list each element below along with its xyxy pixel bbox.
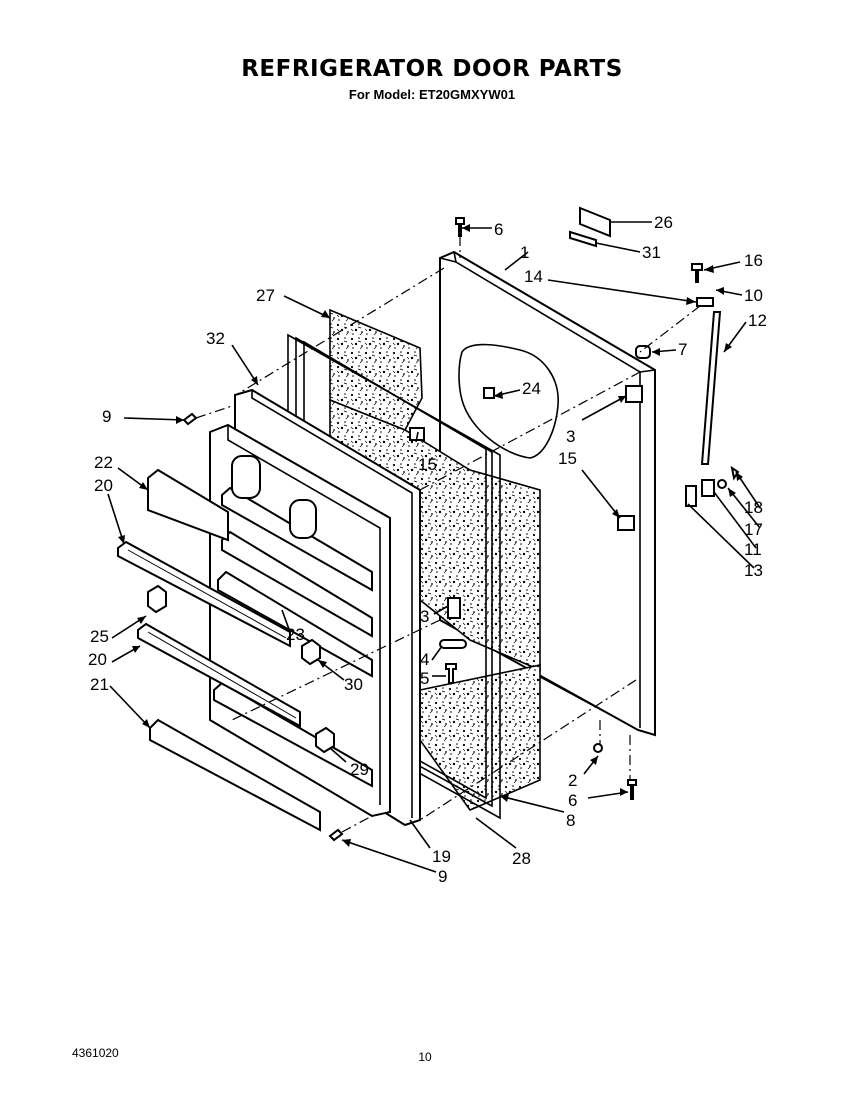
part-label-30: 30	[344, 675, 363, 694]
part-label-25: 25	[90, 627, 109, 646]
part-labels: 26 6 31 1 16 14 10 27 12 7 32 24 9 3 22 …	[88, 213, 767, 886]
model-subtitle: For Model: ET20GMXYW01	[348, 87, 516, 102]
part-label-28: 28	[512, 849, 531, 868]
part-label-6: 6	[568, 791, 577, 810]
part-label-17: 17	[744, 520, 763, 539]
part-label-5: 5	[420, 669, 429, 688]
part-label-6: 6	[494, 220, 503, 239]
part-label-26: 26	[654, 213, 673, 232]
part-label-19: 19	[432, 847, 451, 866]
part-label-11: 11	[744, 540, 762, 559]
part-label-21: 21	[90, 675, 109, 694]
part-label-14: 14	[524, 267, 543, 286]
part-label-29: 29	[350, 760, 369, 779]
part-label-4: 4	[420, 650, 429, 669]
part-label-2: 2	[568, 771, 577, 790]
part-label-9: 9	[102, 407, 111, 426]
assembly-lines	[195, 236, 701, 833]
part-label-3: 3	[420, 607, 429, 626]
leader-lines	[107, 221, 761, 873]
door-shelf-bars	[117, 468, 321, 832]
part-label-1: 1	[520, 243, 529, 262]
part-label-3: 3	[566, 427, 575, 446]
part-label-32: 32	[206, 329, 225, 348]
document-number: 4361020	[72, 1046, 119, 1060]
part-label-15: 15	[418, 455, 437, 474]
part-label-16: 16	[744, 251, 763, 270]
part-label-8: 8	[566, 811, 575, 830]
part-label-20: 20	[94, 476, 113, 495]
part-label-20: 20	[88, 650, 107, 669]
part-label-18: 18	[744, 498, 763, 517]
part-label-9: 9	[438, 867, 447, 886]
part-label-27: 27	[256, 286, 275, 305]
page-number: 10	[418, 1050, 432, 1064]
part-label-10: 10	[744, 286, 763, 305]
inner-door-liner	[209, 388, 421, 827]
part-label-22: 22	[94, 453, 113, 472]
part-label-31: 31	[642, 243, 661, 262]
part-label-7: 7	[678, 340, 687, 359]
part-label-12: 12	[748, 311, 767, 330]
hinge-hardware	[147, 206, 740, 842]
part-label-15: 15	[558, 449, 577, 468]
page-title: REFRIGERATOR DOOR PARTS	[241, 56, 623, 82]
part-label-23: 23	[286, 625, 305, 644]
part-label-24: 24	[522, 379, 541, 398]
part-label-13: 13	[744, 561, 763, 580]
